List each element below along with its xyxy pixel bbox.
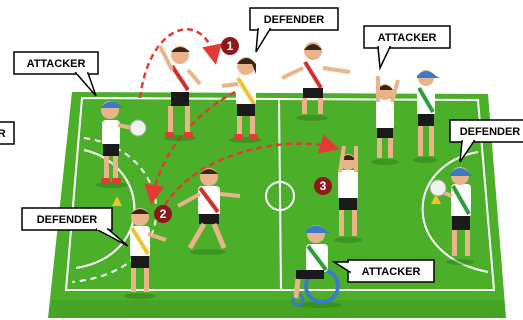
callout-defender-top-text: DEFENDER — [264, 14, 325, 26]
callout-attacker-top-right: ATTACKER — [363, 25, 451, 71]
center-line — [278, 98, 282, 291]
step-marker-2: 2 — [154, 205, 172, 223]
ball-icon-right — [429, 179, 447, 197]
cone-left — [112, 196, 122, 206]
player-center-runner — [177, 168, 241, 255]
pass-arrows — [138, 28, 340, 206]
callout-attacker-top-left: ATTACKER — [13, 51, 99, 97]
player-defender-left — [124, 208, 167, 299]
cone-right — [431, 194, 441, 204]
player-defender-top — [221, 57, 261, 143]
center-circle — [265, 181, 295, 211]
step-marker-1: 1 — [221, 37, 239, 55]
callout-defender-left-text: DEFENDER — [37, 214, 98, 226]
step-marker-3: 3 — [314, 177, 332, 195]
callout-defender-top: DEFENDER — [249, 7, 339, 53]
pass-arrow-2 — [144, 90, 236, 205]
player-attacker-left — [96, 101, 147, 188]
player-attacker-center — [334, 145, 362, 243]
player-defender-right — [429, 167, 474, 265]
callout-attacker-bottom: ATTACKER — [331, 259, 435, 283]
callout-defender-right-text: DEFENDER — [460, 126, 521, 138]
player-far-right-top — [413, 70, 440, 163]
callout-attacker-bottom-text: ATTACKER — [362, 266, 421, 278]
callout-attacker-top-right-text: ATTACKER — [378, 32, 437, 44]
pass-arrow-1 — [138, 28, 222, 99]
ball-icon — [129, 119, 147, 137]
court-edge-shadow — [48, 300, 506, 318]
step-marker-3-label: 3 — [320, 179, 327, 193]
pass-arrow-3 — [163, 134, 340, 206]
player-attacker-right-top — [371, 76, 400, 165]
callout-defender-left: DEFENDER — [21, 207, 129, 247]
player-defender-center — [281, 42, 351, 121]
step-marker-2-label: 2 — [160, 207, 167, 221]
callout-defender-right: DEFENDER — [449, 119, 523, 163]
callout-attacker-left-edge-text: ER — [0, 128, 6, 140]
player-attacker-wheelchair — [291, 225, 342, 308]
callout-attacker-left-edge: ER — [0, 121, 15, 145]
player-passer-top — [158, 45, 202, 141]
callout-attacker-top-left-text: ATTACKER — [27, 58, 86, 70]
step-marker-1-label: 1 — [227, 39, 234, 53]
